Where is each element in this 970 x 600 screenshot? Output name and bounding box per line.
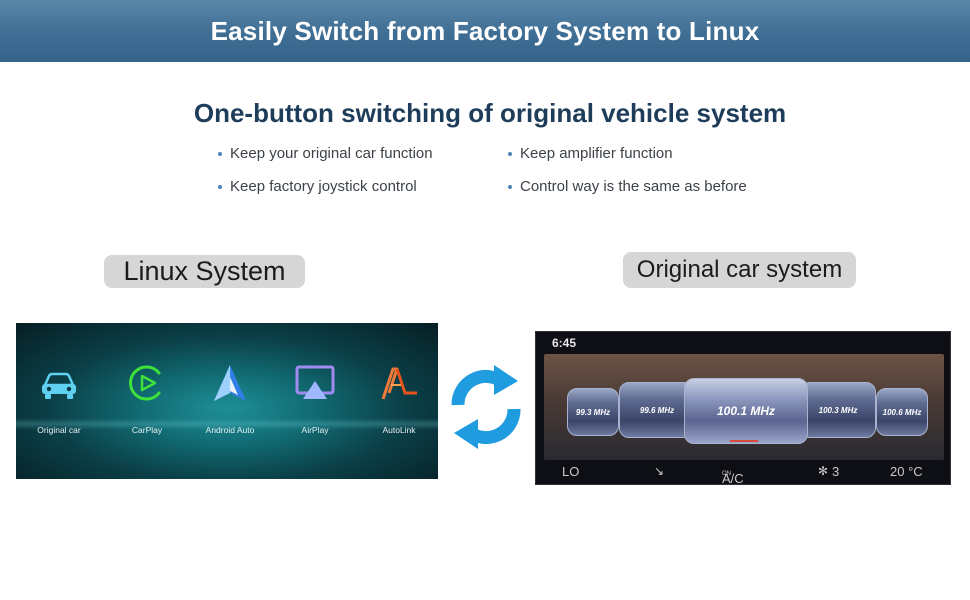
feature-item: Keep your original car function — [218, 145, 433, 162]
app-label: CarPlay — [131, 425, 163, 435]
bullet-icon — [218, 184, 222, 189]
station-cylinder[interactable]: 100.3 MHz — [800, 382, 876, 438]
station-frequency: 99.3 MHz — [575, 407, 611, 417]
airflow-icon[interactable]: ↘ — [654, 464, 665, 478]
feature-text: Keep your original car function — [230, 145, 433, 162]
active-station-cylinder[interactable]: 100.1 MHz — [684, 378, 808, 444]
feature-text: Control way is the same as before — [520, 178, 747, 195]
original-system-label: Original car system — [623, 252, 856, 288]
station-cylinder[interactable]: 99.6 MHz — [619, 382, 695, 438]
app-airplay[interactable]: AirPlay — [280, 363, 350, 435]
app-autolink[interactable]: AutoLink — [364, 363, 434, 435]
android-auto-icon — [214, 365, 246, 401]
app-label: Original car — [37, 425, 81, 435]
clock-time: 6:45 — [552, 336, 577, 350]
app-original-car[interactable]: Original car — [24, 363, 94, 435]
linux-screen: Original car CarPlay Android Auto AirPla… — [16, 323, 438, 479]
header-banner: Easily Switch from Factory System to Lin… — [0, 0, 970, 62]
ac-label: A/C — [722, 471, 744, 485]
app-android-auto[interactable]: Android Auto — [195, 363, 265, 435]
temperature[interactable]: 20 °C — [890, 463, 923, 479]
active-station-frequency: 100.1 MHz — [716, 404, 776, 418]
app-label: AutoLink — [382, 425, 416, 435]
car-icon — [42, 372, 76, 399]
fan-level[interactable]: 3 — [832, 463, 840, 479]
carplay-icon — [129, 365, 161, 401]
station-frequency: 99.6 MHz — [639, 405, 675, 415]
ac-status: ON — [722, 471, 731, 477]
climate-lo[interactable]: LO — [562, 463, 580, 479]
feature-item: Control way is the same as before — [508, 178, 747, 195]
station-frequency: 100.6 MHz — [882, 407, 922, 417]
bullet-icon — [218, 151, 222, 156]
original-car-screen: 6:45 99.3 MHz 99.6 MHz 100.3 MHz 100.6 M… — [535, 331, 951, 485]
linux-system-label: Linux System — [104, 255, 305, 288]
autolink-icon — [381, 367, 417, 400]
feature-text: Keep factory joystick control — [230, 178, 417, 195]
fan-icon: ✻ — [818, 464, 829, 478]
station-cylinder[interactable]: 100.6 MHz — [876, 388, 928, 436]
bullet-icon — [508, 151, 512, 156]
station-frequency: 100.3 MHz — [818, 405, 858, 415]
app-label: Android Auto — [205, 425, 255, 435]
app-label: AirPlay — [301, 425, 329, 435]
tuner-indicator — [730, 440, 758, 442]
feature-text: Keep amplifier function — [520, 145, 673, 162]
bullet-icon — [508, 184, 512, 189]
airplay-icon — [295, 365, 335, 399]
sync-arrows-icon[interactable] — [448, 357, 524, 457]
radio-tuner-display: 99.3 MHz 99.6 MHz 100.3 MHz 100.6 MHz 10… — [544, 354, 944, 460]
page-subtitle: One-button switching of original vehicle… — [193, 98, 787, 128]
banner-title: Easily Switch from Factory System to Lin… — [210, 15, 760, 46]
feature-item: Keep factory joystick control — [218, 178, 417, 195]
app-carplay[interactable]: CarPlay — [112, 363, 182, 435]
feature-item: Keep amplifier function — [508, 145, 673, 162]
station-cylinder[interactable]: 99.3 MHz — [567, 388, 619, 436]
